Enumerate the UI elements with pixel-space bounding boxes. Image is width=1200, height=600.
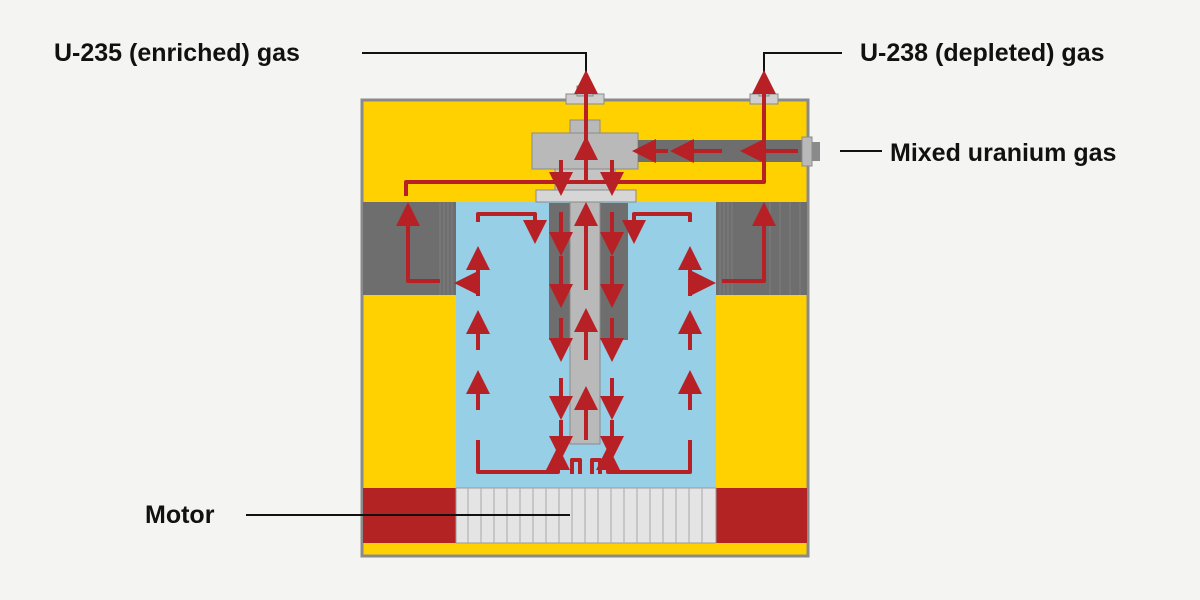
flow-arrow-icon [396,202,440,283]
flow-arrow-icon [622,212,692,244]
feed-flange [801,136,813,167]
flow-arrow-icon [596,440,692,474]
feed-nozzle [812,142,820,161]
feed-gas-label: Mixed uranium gas [890,139,1117,167]
flow-arrow-icon [476,212,547,244]
flow-arrows [396,70,798,474]
flow-arrow-icon [476,440,570,474]
motor-stator-right [716,488,807,543]
flow-arrow-icon [722,202,776,283]
depleted-leader-line [763,52,842,72]
flow-arrow-icon [590,458,602,474]
enriched-gas-label: U-235 (enriched) gas [54,39,300,67]
flow-arrow-icon [570,458,582,474]
enriched-leader-line [362,52,587,72]
seal-plate [535,189,637,203]
depleted-gas-label: U-238 (depleted) gas [860,39,1105,67]
motor-label: Motor [145,501,215,529]
